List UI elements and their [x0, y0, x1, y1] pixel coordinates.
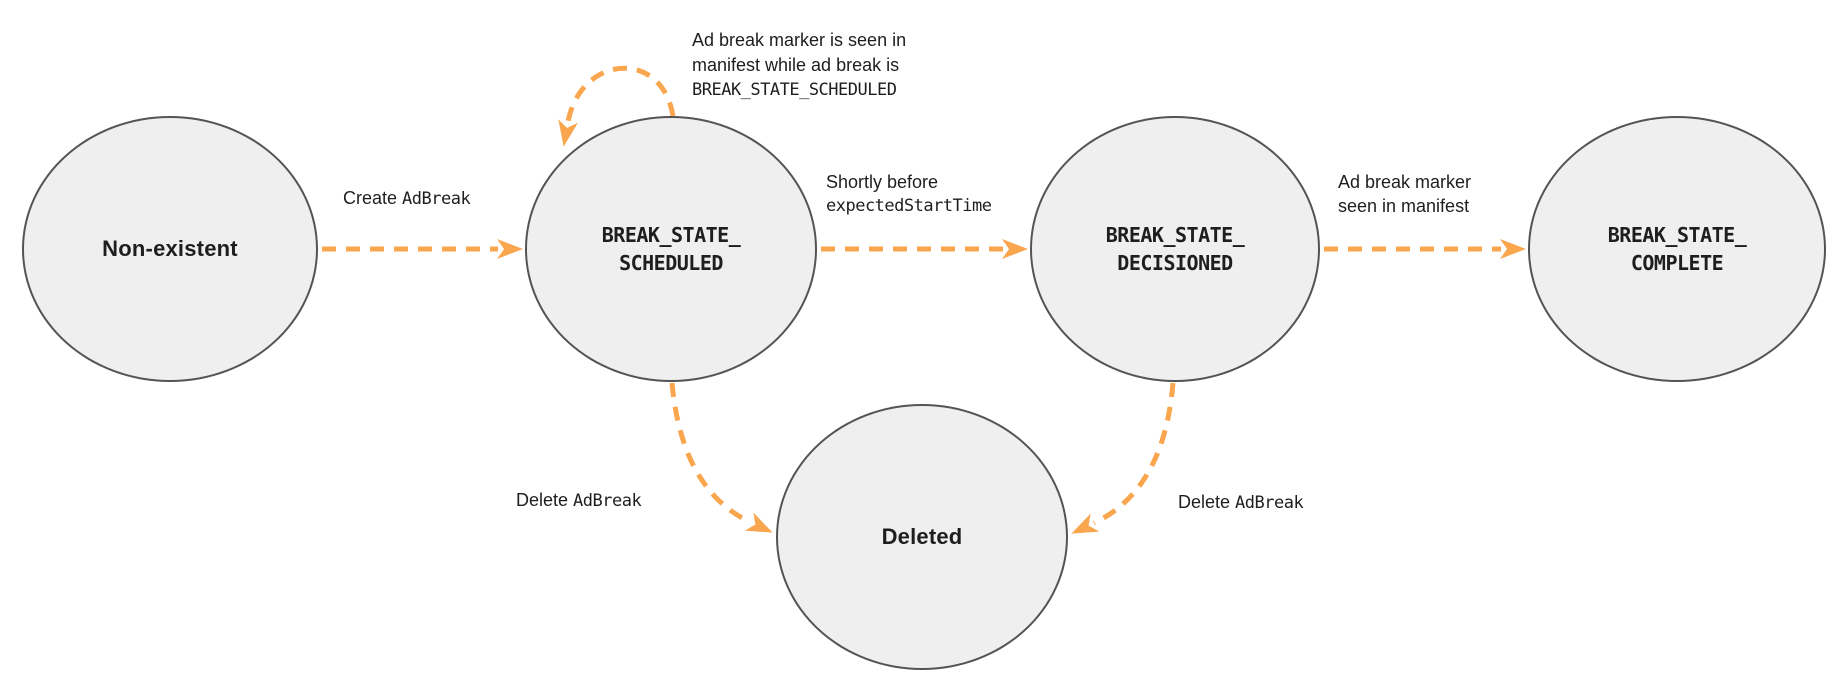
- state-label-complete-line1: BREAK_STATE_: [1607, 223, 1747, 247]
- state-node-break-state-scheduled: BREAK_STATE_ SCHEDULED: [525, 116, 817, 382]
- state-label-non-existent: Non-existent: [102, 236, 238, 261]
- edge-label-delete-scheduled-plain: Delete: [516, 490, 569, 510]
- edge-label-self-loop-line2: manifest while ad break is: [692, 55, 900, 75]
- state-label-scheduled-line2: SCHEDULED: [619, 251, 723, 275]
- arrow-scheduled-self-loop: [558, 65, 676, 147]
- state-node-deleted: Deleted: [776, 404, 1068, 670]
- edge-label-self-loop: Ad break marker is seen in manifest whil…: [692, 28, 906, 103]
- state-label-complete-line2: COMPLETE: [1630, 251, 1724, 275]
- state-label-deleted: Deleted: [881, 524, 963, 549]
- state-node-break-state-complete: BREAK_STATE_ COMPLETE: [1528, 116, 1826, 382]
- state-label-decisioned-line1: BREAK_STATE_: [1105, 223, 1245, 247]
- state-label-scheduled-line1: BREAK_STATE_: [601, 223, 741, 247]
- edge-label-delete-scheduled-code: AdBreak: [573, 491, 642, 511]
- state-node-non-existent: Non-existent: [22, 116, 318, 382]
- edge-label-self-loop-code: BREAK_STATE_SCHEDULED: [692, 80, 897, 100]
- edge-label-delete-decisioned-plain: Delete: [1178, 492, 1231, 512]
- arrow-decisioned-to-deleted: [1071, 382, 1176, 534]
- state-node-break-state-decisioned: BREAK_STATE_ DECISIONED: [1030, 116, 1320, 382]
- edge-label-create-adbreak: Create AdBreak: [343, 186, 471, 211]
- edge-label-delete-decisioned-code: AdBreak: [1235, 493, 1304, 513]
- edge-label-shortly-before: Shortly before expectedStartTime: [826, 170, 992, 218]
- edge-label-delete-from-decisioned: Delete AdBreak: [1178, 490, 1304, 515]
- edge-label-marker-seen: Ad break marker seen in manifest: [1338, 170, 1471, 218]
- edge-label-expected-start-time: expectedStartTime: [826, 196, 992, 216]
- state-label-decisioned-line2: DECISIONED: [1117, 251, 1233, 275]
- edge-label-create-code: AdBreak: [402, 189, 471, 209]
- edge-label-marker-seen-line1: Ad break marker: [1338, 172, 1472, 192]
- edge-label-delete-from-scheduled: Delete AdBreak: [516, 488, 642, 513]
- edge-label-create-plain: Create: [343, 188, 398, 208]
- edge-label-shortly-before-line1: Shortly before: [826, 172, 939, 192]
- edge-label-marker-seen-line2: seen in manifest: [1338, 196, 1470, 216]
- arrow-scheduled-to-deleted: [669, 382, 773, 533]
- edge-label-self-loop-line1: Ad break marker is seen in: [692, 30, 907, 50]
